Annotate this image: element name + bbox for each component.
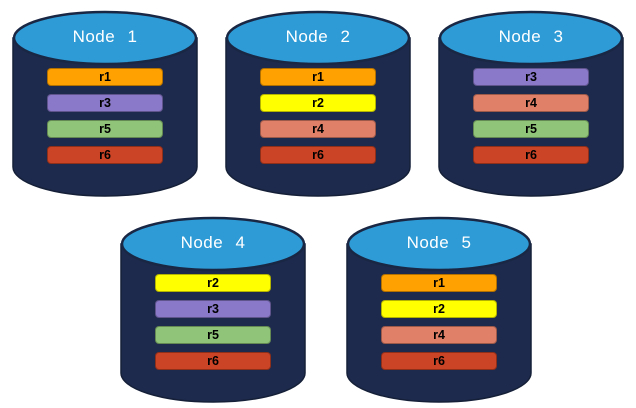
- replica-list: r1 r2 r4 r6: [260, 68, 376, 164]
- cylinder-top: [346, 216, 532, 272]
- replica-bar-r5: r5: [47, 120, 163, 138]
- replica-label: r1: [312, 69, 324, 84]
- replica-bar-r4: r4: [381, 326, 497, 344]
- replica-bar-r6: r6: [473, 146, 589, 164]
- replica-label: r4: [433, 327, 445, 342]
- replica-label: r2: [207, 275, 219, 290]
- replica-label: r3: [525, 69, 537, 84]
- replica-list: r1 r3 r5 r6: [47, 68, 163, 164]
- replica-bar-r3: r3: [47, 94, 163, 112]
- node-title: Node 5: [406, 233, 472, 252]
- replica-bar-r2: r2: [260, 94, 376, 112]
- node-title: Node 2: [285, 27, 351, 46]
- db-node-4: Node 4 r2 r3 r5 r6: [118, 214, 308, 406]
- replica-label: r6: [433, 353, 445, 368]
- replica-label: r5: [207, 327, 219, 342]
- replica-bar-r3: r3: [473, 68, 589, 86]
- replica-label: r3: [99, 95, 111, 110]
- replica-label: r6: [312, 147, 324, 162]
- replica-label: r1: [433, 275, 445, 290]
- replica-label: r2: [312, 95, 324, 110]
- replica-label: r6: [99, 147, 111, 162]
- cylinder-top: [120, 216, 306, 272]
- replica-label: r5: [525, 121, 537, 136]
- db-node-1: Node 1 r1 r3 r5 r6: [10, 8, 200, 200]
- replica-label: r5: [99, 121, 111, 136]
- replica-bar-r1: r1: [381, 274, 497, 292]
- replica-label: r1: [99, 69, 111, 84]
- node-title: Node 1: [72, 27, 138, 46]
- db-node-3: Node 3 r3 r4 r5 r6: [436, 8, 626, 200]
- replica-label: r3: [207, 301, 219, 316]
- replica-bar-r1: r1: [260, 68, 376, 86]
- replica-label: r2: [433, 301, 445, 316]
- replica-bar-r6: r6: [260, 146, 376, 164]
- replica-bar-r6: r6: [155, 352, 271, 370]
- node-title: Node 3: [498, 27, 564, 46]
- replica-bar-r2: r2: [381, 300, 497, 318]
- replica-list: r2 r3 r5 r6: [155, 274, 271, 370]
- db-node-2: Node 2 r1 r2 r4 r6: [223, 8, 413, 200]
- cylinder-top: [225, 10, 411, 66]
- replica-label: r6: [207, 353, 219, 368]
- replica-bar-r6: r6: [47, 146, 163, 164]
- replica-bar-r1: r1: [47, 68, 163, 86]
- db-node-5: Node 5 r1 r2 r4 r6: [344, 214, 534, 406]
- replica-bar-r6: r6: [381, 352, 497, 370]
- replica-label: r4: [312, 121, 324, 136]
- replica-list: r3 r4 r5 r6: [473, 68, 589, 164]
- replica-bar-r4: r4: [260, 120, 376, 138]
- replica-bar-r3: r3: [155, 300, 271, 318]
- replica-bar-r5: r5: [155, 326, 271, 344]
- replica-bar-r5: r5: [473, 120, 589, 138]
- cylinder-top: [12, 10, 198, 66]
- node-title: Node 4: [180, 233, 246, 252]
- replica-label: r4: [525, 95, 537, 110]
- replica-label: r6: [525, 147, 537, 162]
- replica-bar-r4: r4: [473, 94, 589, 112]
- replica-bar-r2: r2: [155, 274, 271, 292]
- replica-list: r1 r2 r4 r6: [381, 274, 497, 370]
- cylinder-top: [438, 10, 624, 66]
